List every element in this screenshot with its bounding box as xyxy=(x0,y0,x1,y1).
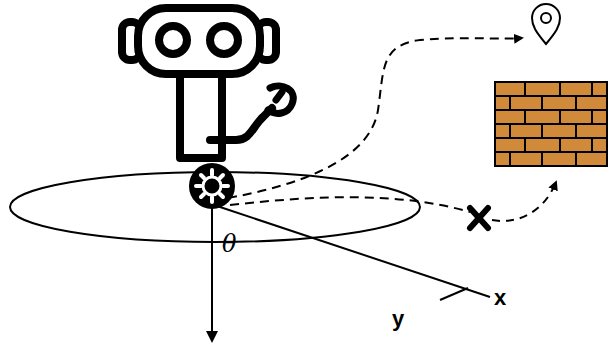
y-axis xyxy=(440,288,468,300)
path-to-wall xyxy=(492,182,556,221)
down-arrow xyxy=(211,208,213,340)
goal-pin xyxy=(532,4,560,44)
path-blocked xyxy=(230,197,470,212)
x-axis xyxy=(214,205,490,297)
brick-wall xyxy=(495,82,607,166)
robot xyxy=(122,8,293,208)
fail-mark xyxy=(470,208,488,228)
axis-label: y xyxy=(392,308,404,330)
angle-label: θ xyxy=(222,232,236,256)
axis-label: x xyxy=(494,287,506,309)
